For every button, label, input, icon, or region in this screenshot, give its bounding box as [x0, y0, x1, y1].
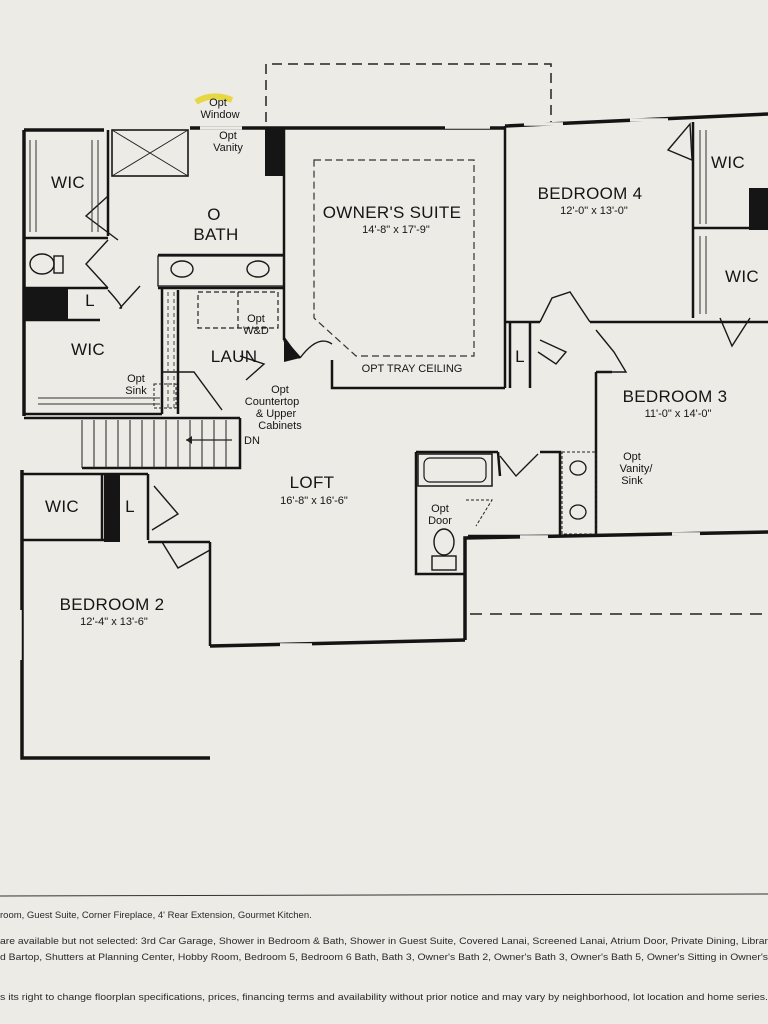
owners-bath-symbol: O [207, 205, 221, 224]
loft-name: LOFT [290, 473, 335, 492]
owners-suite-name: OWNER'S SUITE [323, 203, 461, 222]
footer-text: room, Guest Suite, Corner Fireplace, 4' … [0, 910, 768, 1003]
stair-arrow-head [186, 436, 192, 444]
opt-vanity-sink-3: Sink [621, 475, 643, 487]
tray-ceiling-outline [313, 159, 475, 357]
owners-suite-dims: 14'-8" x 17'-9" [362, 224, 430, 236]
option-labels: Opt Window Opt Vanity Opt W&D Opt Sink O… [125, 97, 653, 527]
opt-countertop-4: Cabinets [258, 420, 302, 432]
highlighter-mark [194, 93, 234, 105]
loft-dims: 16'-8" x 16'-6" [280, 495, 348, 507]
wic-owners-top: WIC [51, 173, 85, 192]
opt-countertop-1: Opt [271, 384, 289, 396]
opt-door-1: Opt [431, 503, 449, 515]
opt-vanity-2: Vanity [213, 142, 243, 154]
wic-bedroom3: WIC [725, 267, 759, 286]
bedroom3-name: BEDROOM 3 [623, 387, 728, 406]
footer-line-4: s its right to change floorplan specific… [0, 992, 768, 1003]
opt-sink-outline [153, 383, 177, 409]
room-labels: OWNER'S SUITE 14'-8" x 17'-9" BEDROOM 4 … [60, 184, 728, 628]
solid-walls [24, 128, 768, 542]
wic-owners-bottom: WIC [71, 340, 105, 359]
toilet-owners [29, 253, 64, 275]
bathtub [417, 453, 493, 487]
opt-door-outline [466, 499, 493, 527]
doors [84, 122, 751, 569]
opt-wd-2: W&D [243, 325, 269, 337]
shower [111, 129, 189, 177]
bedroom2-name: BEDROOM 2 [60, 595, 165, 614]
footer-rule [0, 893, 768, 897]
wic-bedroom2: WIC [45, 497, 79, 516]
opt-extension-outline [265, 63, 552, 122]
opt-sink-2: Sink [125, 385, 147, 397]
opt-wd-1: Opt [247, 313, 265, 325]
wic-bedroom4: WIC [711, 153, 745, 172]
opt-vanity-sink [561, 451, 597, 535]
staircase [81, 420, 227, 468]
linen-bedroom2: L [125, 497, 135, 516]
closet-labels: WIC WIC WIC WIC WIC L L L [45, 153, 759, 516]
owners-bath-name: BATH [193, 225, 238, 244]
laundry-name: LAUN [211, 347, 258, 366]
opt-window-1: Opt [209, 97, 227, 109]
opt-door-2: Door [428, 515, 452, 527]
double-vanity [157, 255, 285, 287]
opt-sink-1: Opt [127, 373, 145, 385]
bedroom4-dims: 12'-0" x 13'-0" [560, 205, 628, 217]
toilet-hall [431, 528, 457, 571]
stair-down-label: DN [244, 435, 260, 447]
bedroom3-dims: 11'-0" x 14'-0" [645, 408, 712, 420]
linen-hall: L [515, 347, 525, 366]
opt-tray-ceiling: OPT TRAY CEILING [362, 363, 463, 375]
opt-countertop-3: & Upper [256, 408, 297, 420]
linen-owners: L [85, 291, 95, 310]
opt-countertop-outline [167, 292, 175, 410]
bedroom4-name: BEDROOM 4 [538, 184, 643, 203]
footer-line-2: are available but not selected: 3rd Car … [0, 936, 768, 947]
washer-dryer [197, 291, 279, 329]
opt-countertop-2: Countertop [245, 396, 299, 408]
bedroom2-dims: 12'-4" x 13'-6" [80, 616, 148, 628]
opt-window-2: Window [200, 109, 239, 121]
windows [18, 118, 700, 660]
opt-vanity-1: Opt [219, 130, 237, 142]
opt-vanity-sink-2: Vanity/ [620, 463, 654, 475]
footer-line-1: room, Guest Suite, Corner Fireplace, 4' … [0, 910, 312, 921]
footer-line-3: d Bartop, Shutters at Planning Center, H… [0, 952, 768, 963]
closet-rods [29, 130, 707, 405]
opt-vanity-sink-1: Opt [623, 451, 641, 463]
